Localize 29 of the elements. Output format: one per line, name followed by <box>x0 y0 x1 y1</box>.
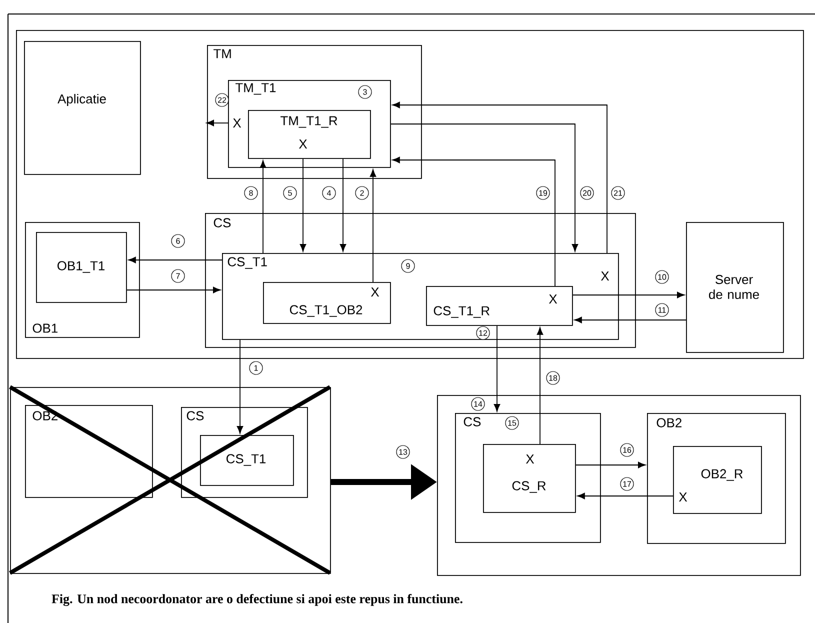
arrow <box>260 160 266 254</box>
arrow <box>494 325 500 412</box>
component-box: X CS_T1_OB2 <box>263 282 391 324</box>
arrow <box>392 102 608 254</box>
component-box: OB1_T1 <box>36 232 127 303</box>
arrow <box>206 120 228 126</box>
arrow <box>128 256 222 264</box>
component-box: OB2_R X <box>673 446 762 514</box>
arrow <box>300 158 306 252</box>
arrow <box>370 169 376 282</box>
node-frame <box>437 395 801 576</box>
component-box: CS_T1_R X <box>426 286 573 326</box>
server-box: Server de nume <box>686 222 784 353</box>
component-box: TM_T1_R X <box>248 110 371 159</box>
arrow <box>390 124 578 252</box>
component-box: X CS_R <box>483 444 576 513</box>
arrow <box>236 339 244 434</box>
arrow <box>536 327 544 444</box>
node-frame <box>16 30 804 359</box>
arrow <box>340 158 346 252</box>
arrow <box>575 462 646 468</box>
arrow <box>572 292 685 298</box>
component-box: Aplicatie <box>24 41 141 175</box>
arrow <box>392 156 556 286</box>
arrow <box>577 492 674 500</box>
arrow <box>126 286 221 294</box>
caption: Fig. Un nod necoordonator are o defectiune si apoi este repus in functiune. <box>52 594 462 606</box>
component-box: CS_T1 <box>200 435 294 486</box>
arrow <box>574 316 686 324</box>
